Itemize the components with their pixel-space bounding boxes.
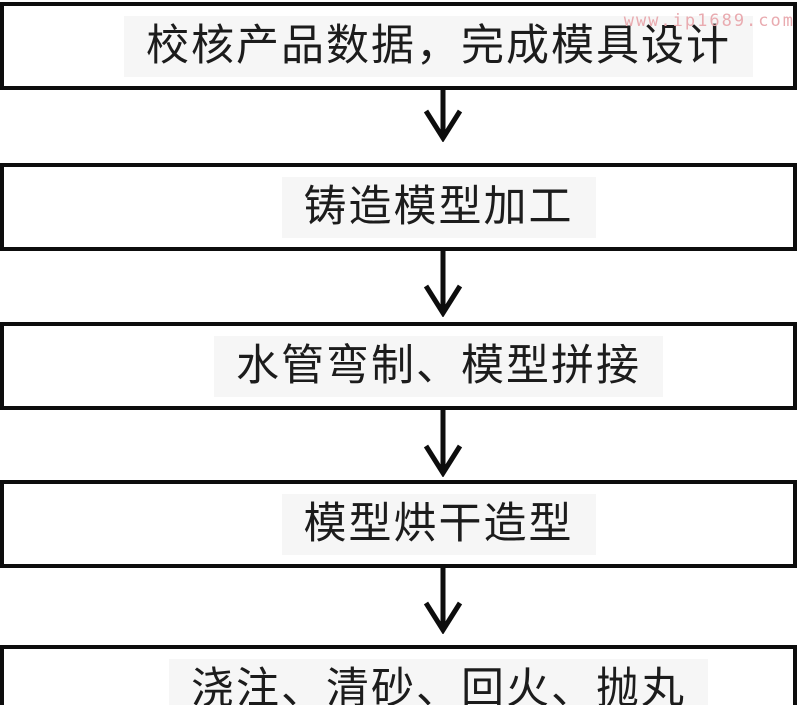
flow-step-box-pipe-bending: 水管弯制、模型拼接 (0, 322, 797, 410)
down-arrow-icon (423, 568, 463, 634)
down-arrow-icon (423, 90, 463, 142)
flow-step-box-drying-molding: 模型烘干造型 (0, 480, 797, 568)
flow-step-box-model-machining: 铸造模型加工 (0, 163, 797, 251)
flow-step-label: 水管弯制、模型拼接 (214, 335, 663, 397)
flow-step-box-pouring-finishing: 浇注、清砂、回火、抛丸 (0, 645, 797, 705)
down-arrow-icon (423, 410, 463, 477)
flow-step-label: 铸造模型加工 (281, 176, 596, 238)
flow-step-label: 浇注、清砂、回火、抛丸 (169, 658, 708, 705)
flow-step-box-design: 校核产品数据，完成模具设计 (0, 2, 797, 90)
flow-step-label: 校核产品数据，完成模具设计 (124, 15, 753, 77)
watermark-text: www.ip1689.com (623, 11, 795, 31)
flow-step-label: 模型烘干造型 (281, 493, 596, 555)
down-arrow-icon (423, 251, 463, 317)
